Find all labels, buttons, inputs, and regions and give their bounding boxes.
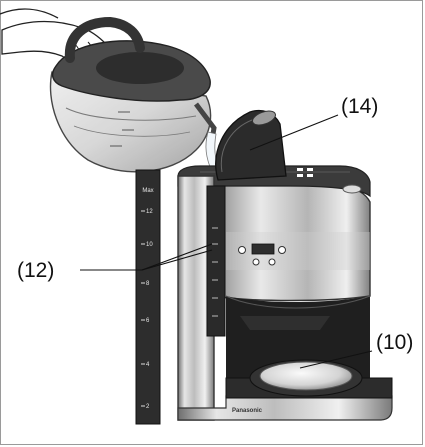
gauge-max-label: Max	[142, 188, 153, 194]
gauge-tick-label: 6	[146, 318, 150, 324]
brand-logo: Panasonic	[232, 408, 263, 414]
callout-12: (12)	[17, 259, 55, 282]
gauge-tick-label: 4	[146, 362, 150, 368]
carafe-illustration	[49, 16, 217, 173]
coffee-maker-body: Panasonic	[177, 165, 393, 421]
lid-open-illustration	[215, 109, 287, 181]
gauge-tick-label: 2	[146, 404, 150, 410]
water-level-gauge-panel: Max 12 10 8 6 4 2	[135, 169, 161, 425]
gauge-ticks: 12 10 8 6 4 2	[141, 209, 153, 410]
callout-14: (14)	[341, 95, 379, 118]
leader-line-12c	[141, 249, 213, 271]
leader-line-14	[249, 114, 339, 151]
gauge-tick-label: 12	[146, 209, 153, 215]
gauge-tick-label: 8	[146, 281, 150, 287]
leader-lines	[80, 114, 373, 369]
leader-line-10	[299, 350, 373, 369]
gauge-tick-label: 10	[146, 242, 153, 248]
callout-10: (10)	[376, 331, 414, 354]
water-level-window-marks	[212, 227, 218, 317]
leader-line-12b	[141, 243, 213, 271]
